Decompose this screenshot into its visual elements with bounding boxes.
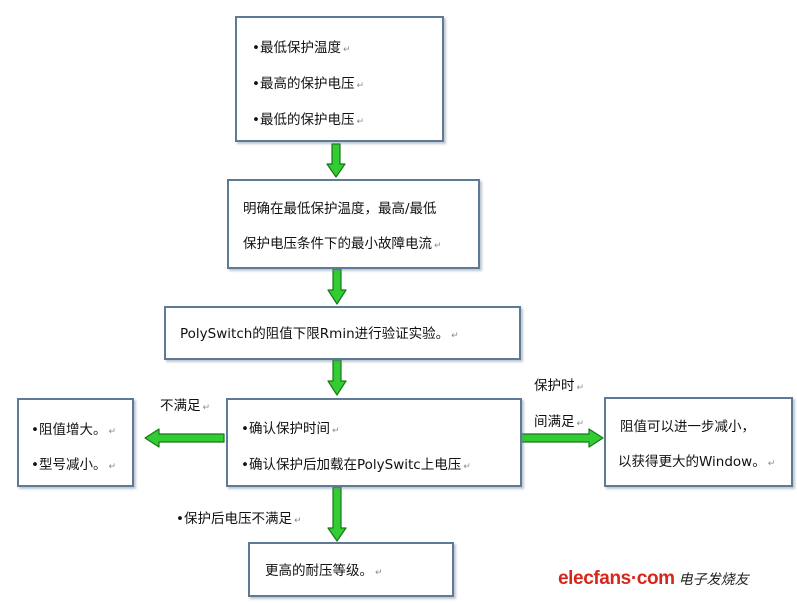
criteria-item: •最高的保护电压↵ — [252, 76, 365, 92]
fault-current-box: 明确在最低保护温度，最高/最低 保护电压条件下的最小故障电流↵ — [227, 179, 480, 269]
bullet: • — [31, 457, 39, 473]
confirm-box: •确认保护时间↵ •确认保护后加载在PolySwitc上电压↵ — [226, 398, 522, 487]
return-mark: ↵ — [331, 426, 340, 436]
return-mark: ↵ — [767, 459, 776, 469]
return-mark: ↵ — [108, 462, 117, 472]
arrow-down-1 — [326, 143, 346, 178]
right-window-line: 阻值可以进一步减小， — [620, 419, 755, 435]
confirm-item: •确认保护时间↵ — [241, 421, 340, 437]
edge-label-time-satisfied: 间满足↵ — [534, 414, 585, 430]
return-mark: ↵ — [356, 117, 365, 127]
return-mark: ↵ — [434, 241, 442, 251]
right-window-line: 以获得更大的Window。↵ — [618, 454, 776, 470]
arrow-down-3 — [327, 359, 347, 396]
bullet: • — [176, 511, 184, 527]
edge-label-not-satisfied: 不满足↵ — [160, 398, 211, 414]
edge-label-voltage-not-satisfied: •保护后电压不满足↵ — [176, 511, 302, 527]
fault-current-line: 保护电压条件下的最小故障电流↵ — [243, 236, 442, 252]
confirm-item: •确认保护后加载在PolySwitc上电压↵ — [241, 457, 471, 473]
return-mark: ↵ — [375, 568, 383, 578]
fault-current-line: 明确在最低保护温度，最高/最低 — [243, 201, 437, 217]
bullet: • — [252, 112, 260, 128]
left-fix-item: •阻值增大。↵ — [31, 422, 117, 438]
higher-rating-line: 更高的耐压等级。↵ — [265, 563, 383, 579]
right-window-box: 阻值可以进一步减小， 以获得更大的Window。↵ — [604, 397, 793, 487]
arrow-down-4 — [327, 486, 347, 542]
return-mark: ↵ — [202, 403, 211, 413]
criteria-box: •最低保护温度↵ •最高的保护电压↵ •最低的保护电压↵ — [235, 16, 444, 142]
return-mark: ↵ — [293, 516, 302, 526]
criteria-item: •最低保护温度↵ — [252, 40, 351, 56]
logo-brand-text: elecfans·com — [558, 568, 675, 589]
left-fix-item: •型号减小。↵ — [31, 457, 117, 473]
arrow-left — [144, 428, 225, 448]
bullet: • — [252, 40, 260, 56]
bullet: • — [31, 422, 39, 438]
left-fix-box: •阻值增大。↵ •型号减小。↵ — [17, 398, 134, 487]
return-mark: ↵ — [576, 419, 585, 429]
higher-rating-box: 更高的耐压等级。↵ — [248, 542, 454, 597]
criteria-item: •最低的保护电压↵ — [252, 112, 365, 128]
bullet: • — [252, 76, 260, 92]
verify-rmin-box: PolySwitch的阻值下限Rmin进行验证实验。↵ — [164, 306, 521, 360]
bullet: • — [241, 421, 249, 437]
return-mark: ↵ — [463, 462, 471, 472]
return-mark: ↵ — [356, 81, 365, 91]
arrow-down-2 — [327, 268, 347, 305]
logo-cn-text: 电子发烧友 — [678, 572, 749, 588]
return-mark: ↵ — [108, 427, 117, 437]
return-mark: ↵ — [576, 383, 585, 393]
arrow-right — [520, 428, 604, 448]
bullet: • — [241, 457, 249, 473]
return-mark: ↵ — [342, 45, 351, 55]
return-mark: ↵ — [451, 331, 459, 341]
verify-rmin-line: PolySwitch的阻值下限Rmin进行验证实验。↵ — [180, 326, 459, 342]
edge-label-time-satisfied: 保护时↵ — [534, 378, 585, 394]
